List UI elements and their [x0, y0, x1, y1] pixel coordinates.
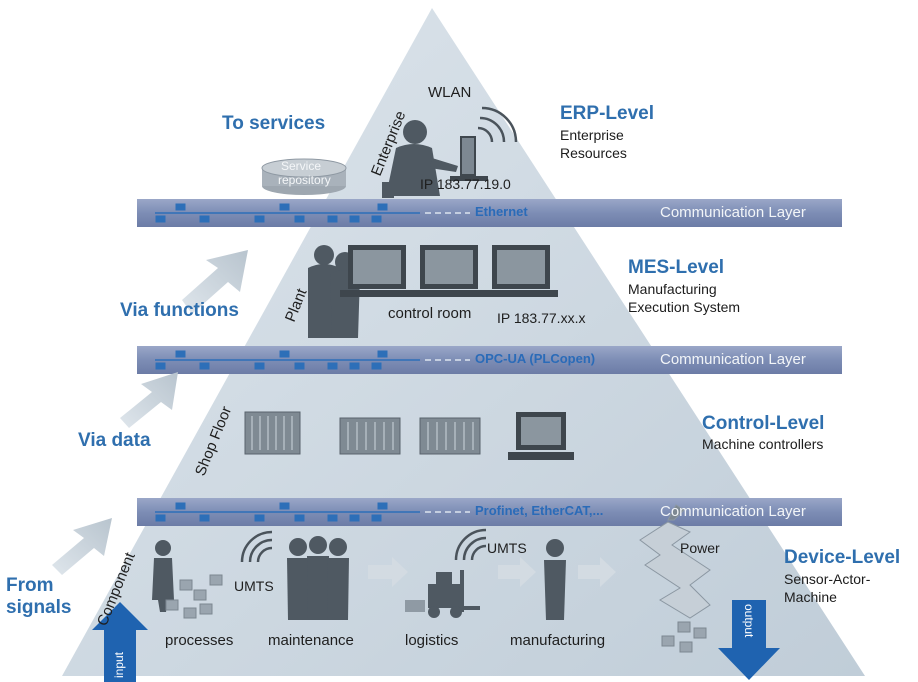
from-signals-label-line-1: From: [6, 575, 54, 596]
flow-arrow-functions: [182, 250, 248, 314]
output-boxes: [661, 621, 707, 653]
device-level-subtitle-line-1: Sensor-Actor-: [784, 571, 871, 587]
communication-layer-bottom-label: Communication Layer: [660, 503, 806, 520]
flow-arrow-to-power: [578, 557, 616, 587]
opc-ua-protocol-label: OPC-UA (PLCopen): [475, 351, 596, 366]
power-conveyor-icon: [639, 504, 711, 619]
enterprise-worker-silhouette: [382, 120, 458, 198]
network-nodes-top: [155, 203, 470, 223]
flow-arrow-signals: [52, 518, 112, 575]
wlan-label: WLAN: [428, 84, 472, 101]
output-label: output: [742, 604, 756, 638]
via-data-label: Via data: [78, 430, 151, 451]
output-arrow: [718, 600, 780, 680]
flow-arrow-to-manufacturing: [498, 557, 536, 587]
mes-level-title: MES-Level: [628, 257, 725, 278]
umts-label-1: UMTS: [234, 578, 274, 594]
input-arrow: [92, 602, 148, 682]
mes-ip-address: IP 183.77.xx.x: [497, 310, 586, 326]
device-level-title: Device-Level: [784, 547, 901, 568]
to-services-label: To services: [222, 113, 326, 134]
wlan-workstation-icon: [450, 106, 518, 181]
power-label: Power: [680, 540, 720, 556]
control-room-monitors: [340, 245, 558, 297]
fieldbus-protocol-label: Profinet, EtherCAT,...: [475, 503, 604, 518]
control-level-subtitle: Machine controllers: [702, 436, 824, 452]
from-signals-label-line-2: signals: [6, 597, 72, 618]
erp-level-subtitle-line-2: Resources: [560, 145, 627, 161]
flow-arrow-to-logistics: [368, 557, 408, 587]
machine-controller-racks: [244, 411, 481, 455]
service-repository-icon: [261, 158, 347, 195]
umts-signal-waves-1: [240, 530, 273, 563]
erp-level-subtitle-line-1: Enterprise: [560, 127, 624, 143]
logistics-label: logistics: [405, 632, 459, 649]
erp-ip-address: IP 183.77.19.0: [420, 176, 511, 192]
control-room-label: control room: [388, 305, 472, 322]
control-level-title: Control-Level: [702, 413, 825, 434]
control-pc-icon: [508, 412, 574, 460]
mes-level-subtitle-line-2: Execution System: [628, 299, 741, 315]
manufacturing-label: manufacturing: [510, 632, 606, 649]
maintenance-team-silhouette: [287, 536, 349, 620]
communication-layer-middle-label: Communication Layer: [660, 351, 806, 368]
flow-arrow-data: [120, 372, 178, 428]
input-label: input: [112, 651, 126, 678]
maintenance-label: maintenance: [268, 632, 354, 649]
manufacturing-worker-silhouette: [544, 539, 566, 620]
service-repository-label-line-1: Service: [281, 159, 322, 173]
ethernet-protocol-label: Ethernet: [475, 204, 528, 219]
via-functions-label: Via functions: [120, 300, 239, 321]
component-boxes: [165, 574, 223, 619]
umts-label-2: UMTS: [487, 540, 527, 556]
mes-level-subtitle-line-1: Manufacturing: [628, 281, 717, 297]
device-level-subtitle-line-2: Machine: [784, 589, 837, 605]
forklift-icon: [405, 570, 480, 618]
umts-signal-waves-2: [454, 528, 487, 561]
processes-label: processes: [165, 632, 234, 649]
communication-layer-top-label: Communication Layer: [660, 204, 806, 221]
service-repository-label-line-2: repository: [278, 173, 331, 187]
process-worker-silhouette: [152, 540, 174, 612]
erp-level-title: ERP-Level: [560, 103, 654, 124]
network-nodes-middle: [155, 350, 470, 370]
network-nodes-bottom: [155, 502, 470, 522]
